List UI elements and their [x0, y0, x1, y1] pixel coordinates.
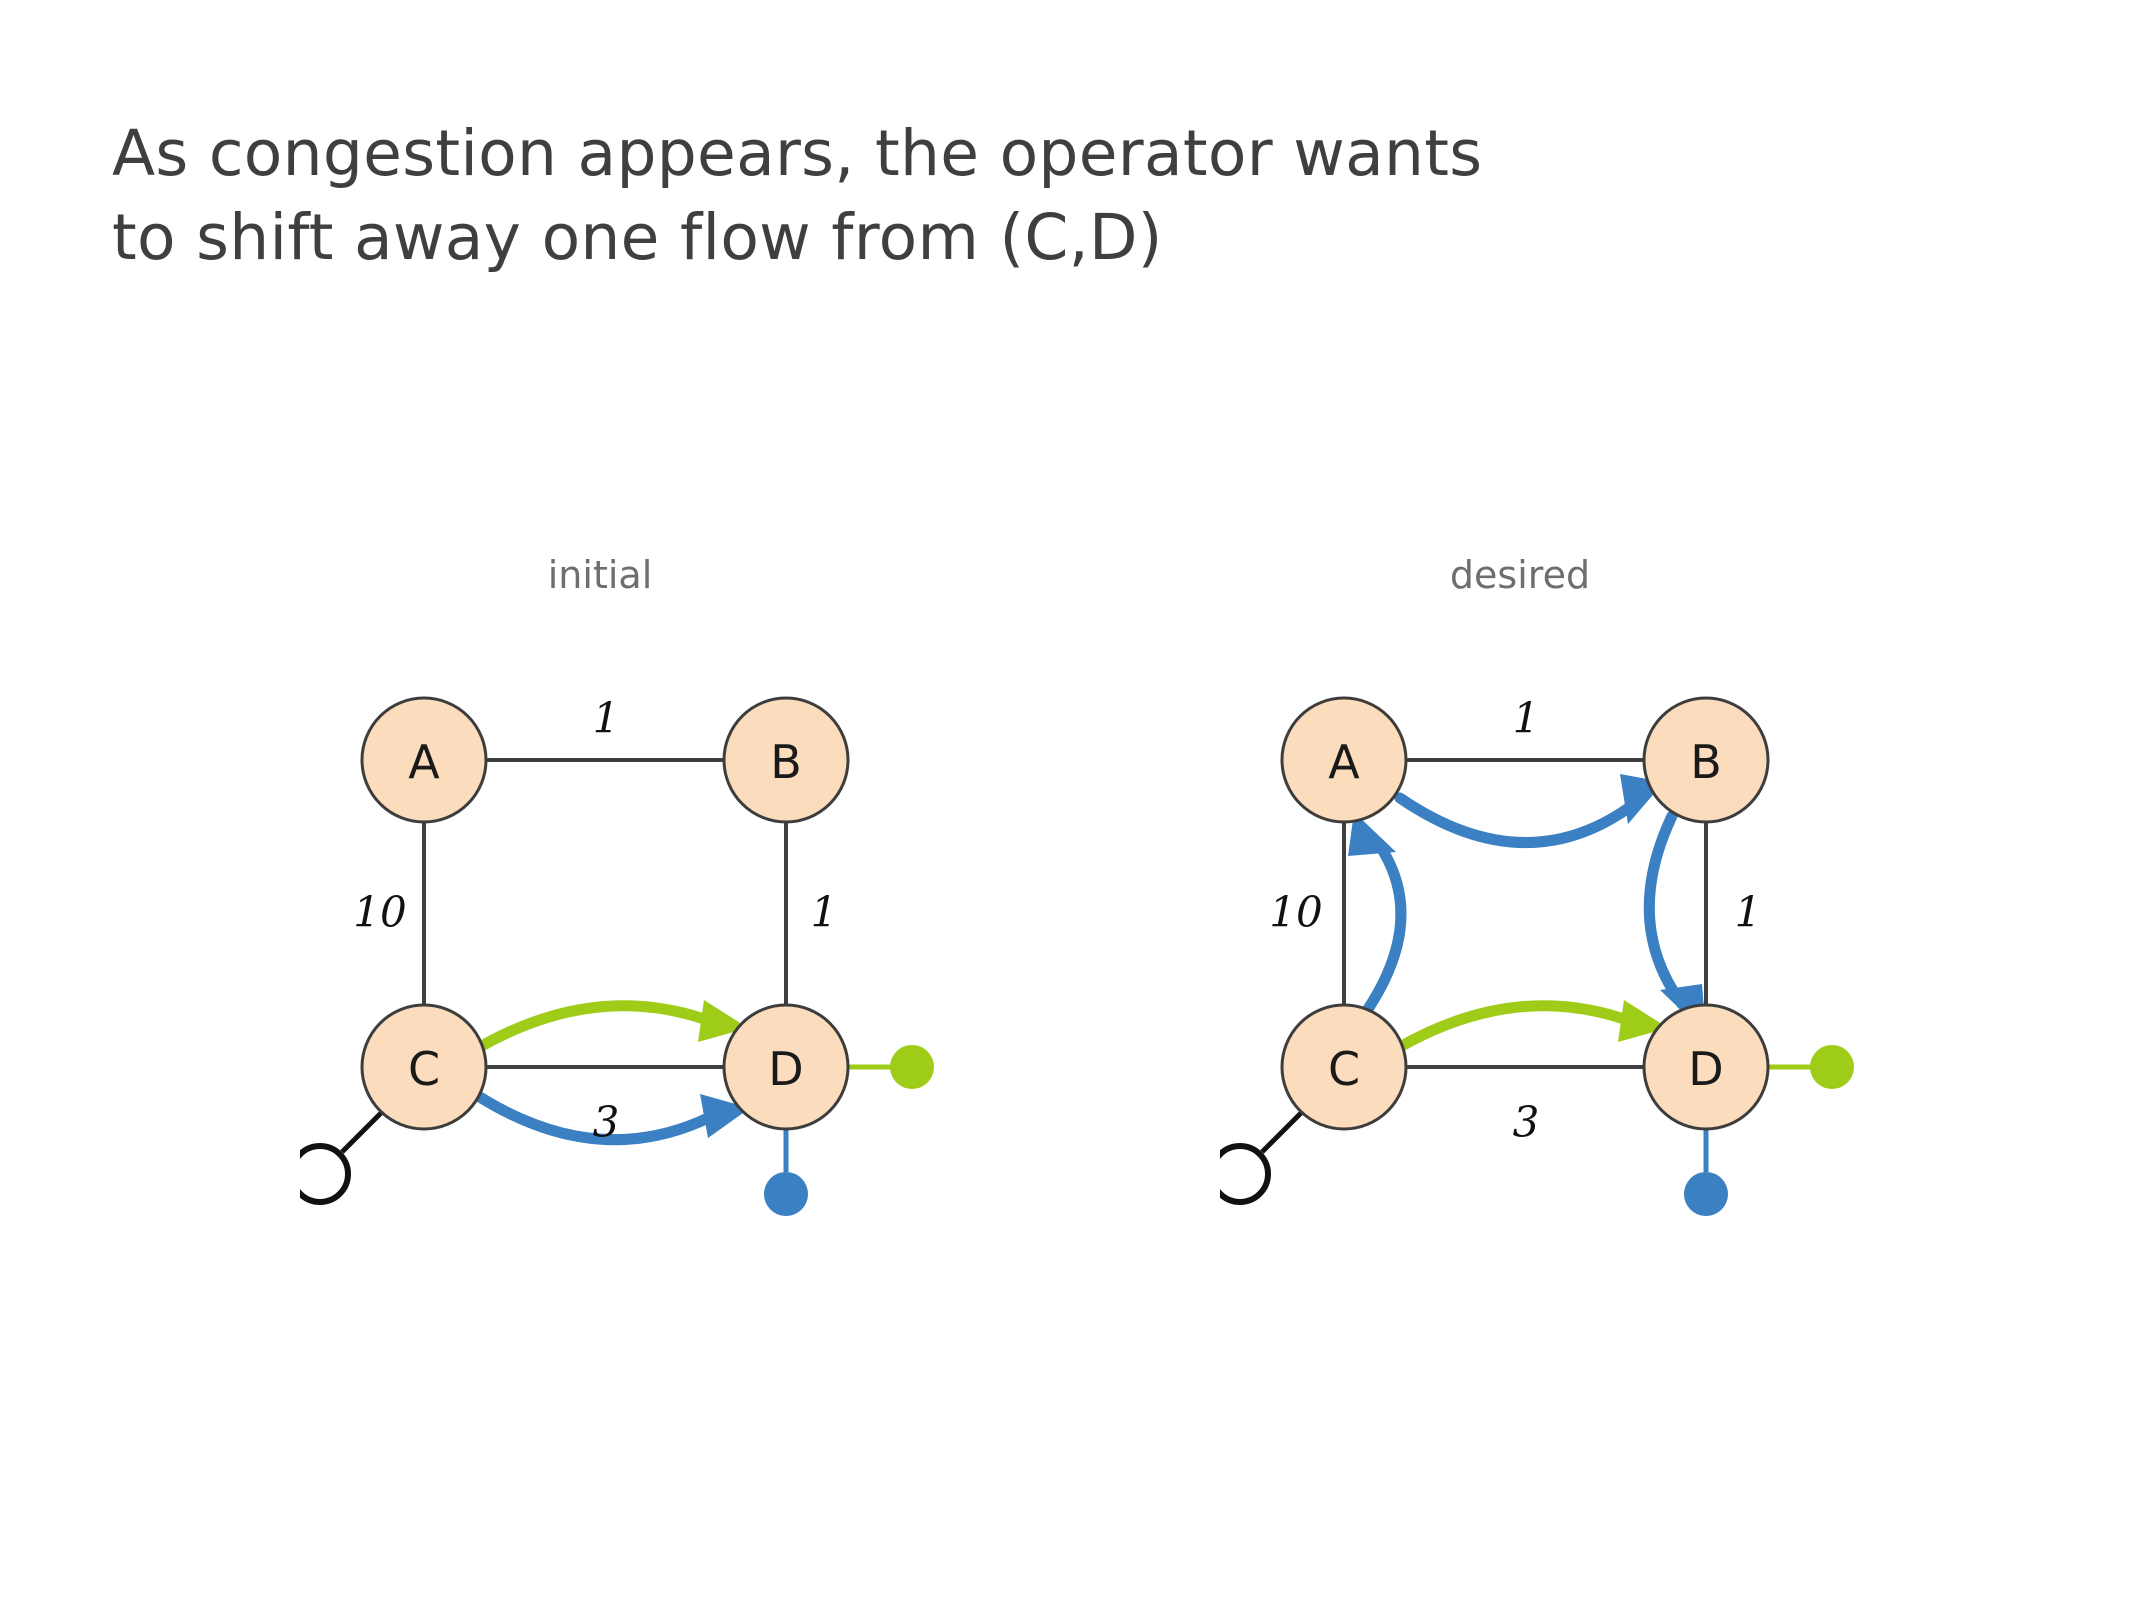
edge-weight-A-B: 1 — [1513, 694, 1540, 743]
title-line-2: to shift away one flow from (C,D) — [112, 200, 1163, 274]
terminal-open-circle — [300, 1143, 351, 1205]
node-B[interactable]: B — [1642, 696, 1770, 824]
edge-weight-C-D: 3 — [1513, 1098, 1540, 1147]
node-A[interactable]: A — [360, 696, 488, 824]
terminal-blue-dot — [1684, 1172, 1728, 1216]
stub-line-C-open — [1260, 1108, 1306, 1154]
flow-green-C-D — [472, 1000, 748, 1054]
flow-blue-B-D — [1643, 810, 1706, 1034]
edge-weight-C-D: 3 — [593, 1098, 620, 1147]
node-D-label: D — [768, 1042, 803, 1096]
page-title: As congestion appears, the operator want… — [112, 112, 1712, 280]
panel-caption-initial: initial — [547, 553, 653, 597]
node-B[interactable]: B — [722, 696, 850, 824]
edge-weight-A-B: 1 — [593, 694, 620, 743]
edge-weight-A-C: 10 — [1269, 888, 1322, 937]
terminal-green-dot — [890, 1045, 934, 1089]
node-C-label: C — [408, 1042, 440, 1096]
node-A-label: A — [1328, 735, 1360, 789]
flow-blue-A-B — [1394, 774, 1664, 849]
panel-caption-desired: desired — [1449, 553, 1591, 597]
terminal-green-dot — [1810, 1045, 1854, 1089]
node-C[interactable]: C — [1280, 1003, 1408, 1131]
edge-weight-B-D: 1 — [811, 888, 838, 937]
node-C-label: C — [1328, 1042, 1360, 1096]
graph-initial: A B C D 1 10 1 3 — [300, 694, 934, 1216]
graph-desired: A B C D 1 10 1 3 — [1220, 694, 1854, 1216]
node-A-label: A — [408, 735, 440, 789]
stub-line-C-open — [340, 1108, 386, 1154]
node-B-label: B — [770, 735, 802, 789]
node-B-label: B — [1690, 735, 1722, 789]
flow-green-C-D — [1392, 1000, 1668, 1054]
node-D-label: D — [1688, 1042, 1723, 1096]
terminal-open-circle — [1220, 1143, 1271, 1205]
edge-weight-A-C: 10 — [353, 888, 406, 937]
title-line-1: As congestion appears, the operator want… — [112, 117, 1483, 190]
flow-blue-C-A — [1348, 812, 1407, 1018]
terminal-blue-dot — [764, 1172, 808, 1216]
edge-weight-B-D: 1 — [1735, 888, 1762, 937]
node-D[interactable]: D — [1642, 1003, 1770, 1131]
node-A[interactable]: A — [1280, 696, 1408, 824]
node-D[interactable]: D — [722, 1003, 850, 1131]
node-C[interactable]: C — [360, 1003, 488, 1131]
